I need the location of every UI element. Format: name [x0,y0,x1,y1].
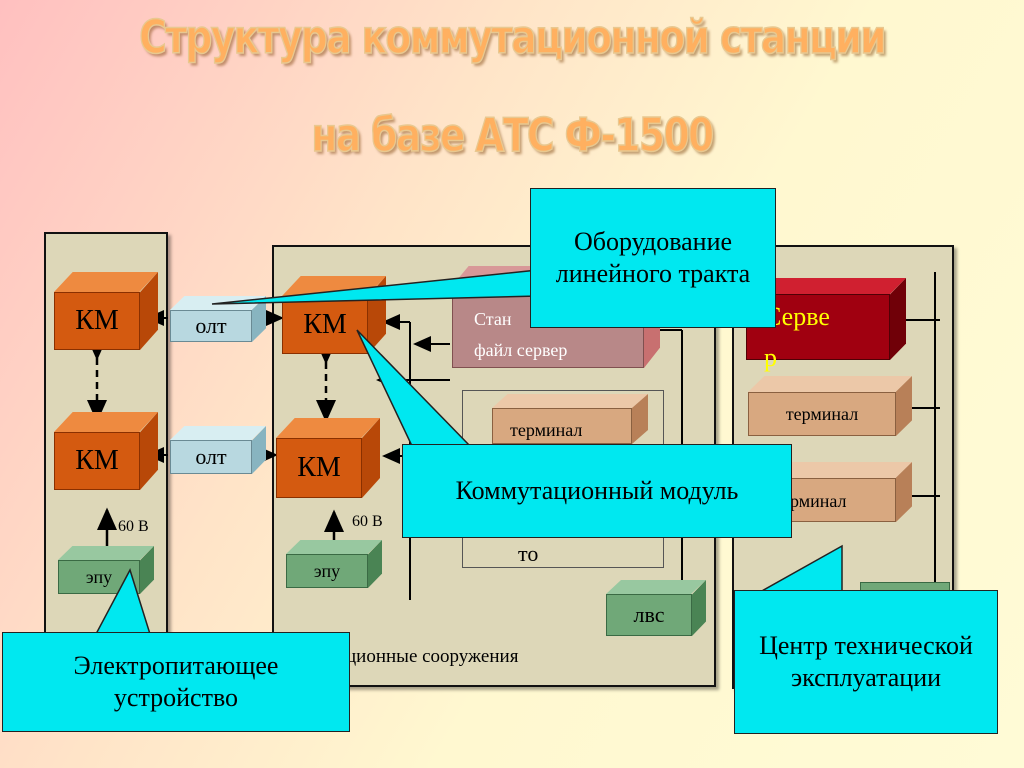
slide-title-line2: на базе АТС Ф-1500 [311,107,715,163]
to-partial-label: то [518,541,539,566]
km-label: КМ [297,452,341,483]
file-server-label: файл сервер [474,340,568,360]
km-box-middle-bottom: КМ [276,418,380,498]
epu-box-middle: эпу [286,540,382,588]
olt-label: олт [195,444,227,469]
server-label-suffix: р [764,343,777,372]
km-box-middle-top: КМ [282,276,386,354]
km-label: КМ [75,445,119,476]
terminal-box-right-1: терминал [748,376,912,436]
terminal-label: терминал [785,403,859,424]
olt-box-top: олт [170,296,266,342]
olt-label: олт [195,313,227,338]
voltage-label-left: 60 В [118,518,149,535]
km-label: КМ [75,305,119,336]
callout-tech-center: Центр технической эксплуатации [734,590,998,734]
callout-switching-module: Коммутационный модуль [402,444,792,538]
structures-partial-label: ционные сооружения [346,646,519,667]
server-partial-label: Стан [474,309,512,329]
lvs-label: лвс [633,602,665,627]
terminal-box-middle [492,394,648,444]
km-box-left-top: КМ [54,272,158,350]
epu-label: эпу [85,566,113,587]
lvs-box: лвс [606,580,706,636]
callout-line-equipment: Оборудование линейного тракта [530,188,776,328]
slide-title-line1: Структура коммутационной станции [138,9,887,65]
terminal-partial-label: терминал [510,420,583,440]
callout-power-supply: Электропитающее устройство [2,632,350,732]
voltage-label-middle: 60 В [352,513,383,530]
olt-box-bottom: олт [170,426,266,474]
terminal-partial-label-right: рминал [790,491,847,511]
epu-label: эпу [313,560,341,581]
km-label: КМ [303,309,347,340]
km-box-left-bottom: КМ [54,412,158,490]
